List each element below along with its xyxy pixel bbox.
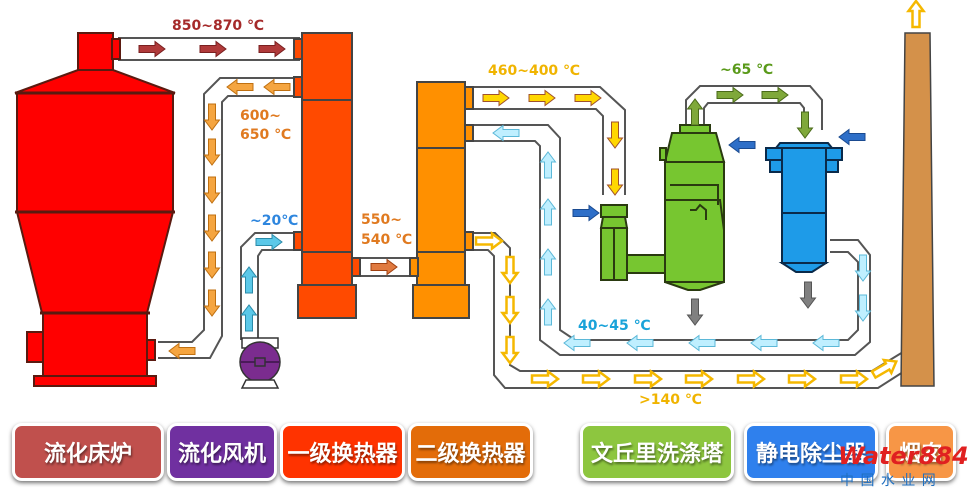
secondary-heat-exchanger	[409, 81, 474, 319]
primary-heat-exchanger	[293, 32, 361, 319]
arrow-hx2-out	[574, 89, 602, 107]
arrow-hot-gas	[138, 40, 166, 58]
arrow-return-air	[203, 251, 221, 279]
arrow-return-loop	[539, 298, 557, 326]
legend-primary-heat-exchanger[interactable]: 一级换热器	[280, 423, 405, 481]
arrow-discharge	[686, 298, 704, 326]
temp-hx1-return-line2: 650 ℃	[240, 127, 291, 143]
arrow-return-loop	[539, 198, 557, 226]
arrow-return-air	[226, 78, 254, 96]
arrow-exhaust	[530, 369, 561, 389]
arrow-exhaust	[736, 369, 767, 389]
watermark-brand: Water8848	[838, 442, 968, 470]
temp-hx1-to-hx2-line2: 540 ℃	[361, 232, 412, 248]
temp-hx1-to-hx2-line1: 550~	[361, 212, 402, 228]
arrow-hx2-out	[606, 168, 624, 196]
arrow-return-loop	[688, 334, 716, 352]
arrow-clean-gas	[761, 86, 789, 104]
arrow-water-in	[572, 204, 600, 222]
temp-fan-air: ~20℃	[250, 213, 298, 229]
chimney	[900, 32, 935, 387]
arrow-clean-gas	[716, 86, 744, 104]
arrow-return-air	[203, 176, 221, 204]
arrow-exhaust	[684, 369, 715, 389]
arrow-hx2-out	[606, 121, 624, 149]
arrow-exhaust	[500, 335, 520, 366]
pipe-fan-to-hx1	[240, 232, 300, 340]
fluidized-bed-furnace	[14, 32, 176, 387]
arrow-return-loop	[854, 254, 872, 282]
electrostatic-precipitator	[765, 142, 843, 273]
arrow-return-loop	[492, 124, 520, 142]
arrow-hx2-out	[528, 89, 556, 107]
arrow-exhaust	[581, 369, 612, 389]
legend-fluidized-bed-furnace[interactable]: 流化床炉	[12, 423, 164, 481]
pipe-hx2-to-venturi	[466, 86, 626, 195]
flow-arrows	[138, 0, 926, 389]
legend-venturi-scrubber[interactable]: 文丘里洗涤塔	[580, 423, 734, 481]
arrow-return-loop	[626, 334, 654, 352]
arrow-fan-air	[240, 304, 258, 332]
arrow-hot-gas	[258, 40, 286, 58]
arrow-fan-air	[240, 266, 258, 294]
arrow-return-loop	[539, 248, 557, 276]
arrow-water-in	[728, 136, 756, 154]
arrow-exhaust	[500, 255, 520, 286]
temp-furnace-out: 850~870 ℃	[172, 18, 264, 34]
temp-return-loop: 40~45 ℃	[578, 318, 651, 334]
arrow-exhaust	[633, 369, 664, 389]
temp-hx2-out: 460~400 ℃	[488, 63, 580, 79]
arrow-clean-gas	[796, 111, 814, 139]
arrow-exhaust	[787, 369, 818, 389]
arrow-return-air	[203, 138, 221, 166]
arrow-return-air	[203, 214, 221, 242]
arrow-return-loop	[539, 151, 557, 179]
arrow-return-air	[263, 78, 291, 96]
arrow-return-loop	[563, 334, 591, 352]
arrow-exhaust	[839, 369, 870, 389]
pipe-furnace-to-hx1	[118, 37, 300, 61]
legend-chimney[interactable]: 烟囱	[886, 423, 956, 481]
arrow-return-air	[203, 103, 221, 131]
arrow-return-loop	[854, 294, 872, 322]
legend-secondary-heat-exchanger[interactable]: 二级换热器	[408, 423, 533, 481]
arrow-fan-air	[255, 233, 283, 251]
arrow-return-air	[203, 289, 221, 317]
temp-hx1-return-line1: 600~	[240, 108, 281, 124]
arrow-chimney-out	[906, 0, 926, 29]
arrow-exhaust	[870, 358, 899, 380]
venturi-scrubber	[599, 124, 726, 291]
arrow-hot-gas	[199, 40, 227, 58]
arrow-return-loop	[812, 334, 840, 352]
pipe-hx1-return-to-furnace	[158, 77, 300, 359]
arrow-clean-gas	[686, 98, 704, 126]
arrow-water-in	[838, 128, 866, 146]
arrow-discharge	[799, 281, 817, 309]
watermark-sub: 中 国 水 业 网	[840, 473, 937, 489]
legend-fluidization-fan[interactable]: 流化风机	[167, 423, 277, 481]
pipe-hx1-to-hx2	[355, 257, 413, 277]
fluidization-fan	[239, 337, 281, 389]
arrow-hx1-hx2	[370, 258, 398, 276]
arrow-exhaust	[474, 231, 505, 251]
legend-electrostatic-precipitator[interactable]: 静电除尘器	[744, 423, 878, 481]
temp-to-chimney: >140 ℃	[639, 392, 702, 408]
arrow-hx2-out	[482, 89, 510, 107]
arrow-exhaust	[500, 295, 520, 326]
arrow-return-air	[168, 342, 196, 360]
temp-venturi-out: ~65 ℃	[720, 62, 773, 78]
arrow-return-loop	[750, 334, 778, 352]
